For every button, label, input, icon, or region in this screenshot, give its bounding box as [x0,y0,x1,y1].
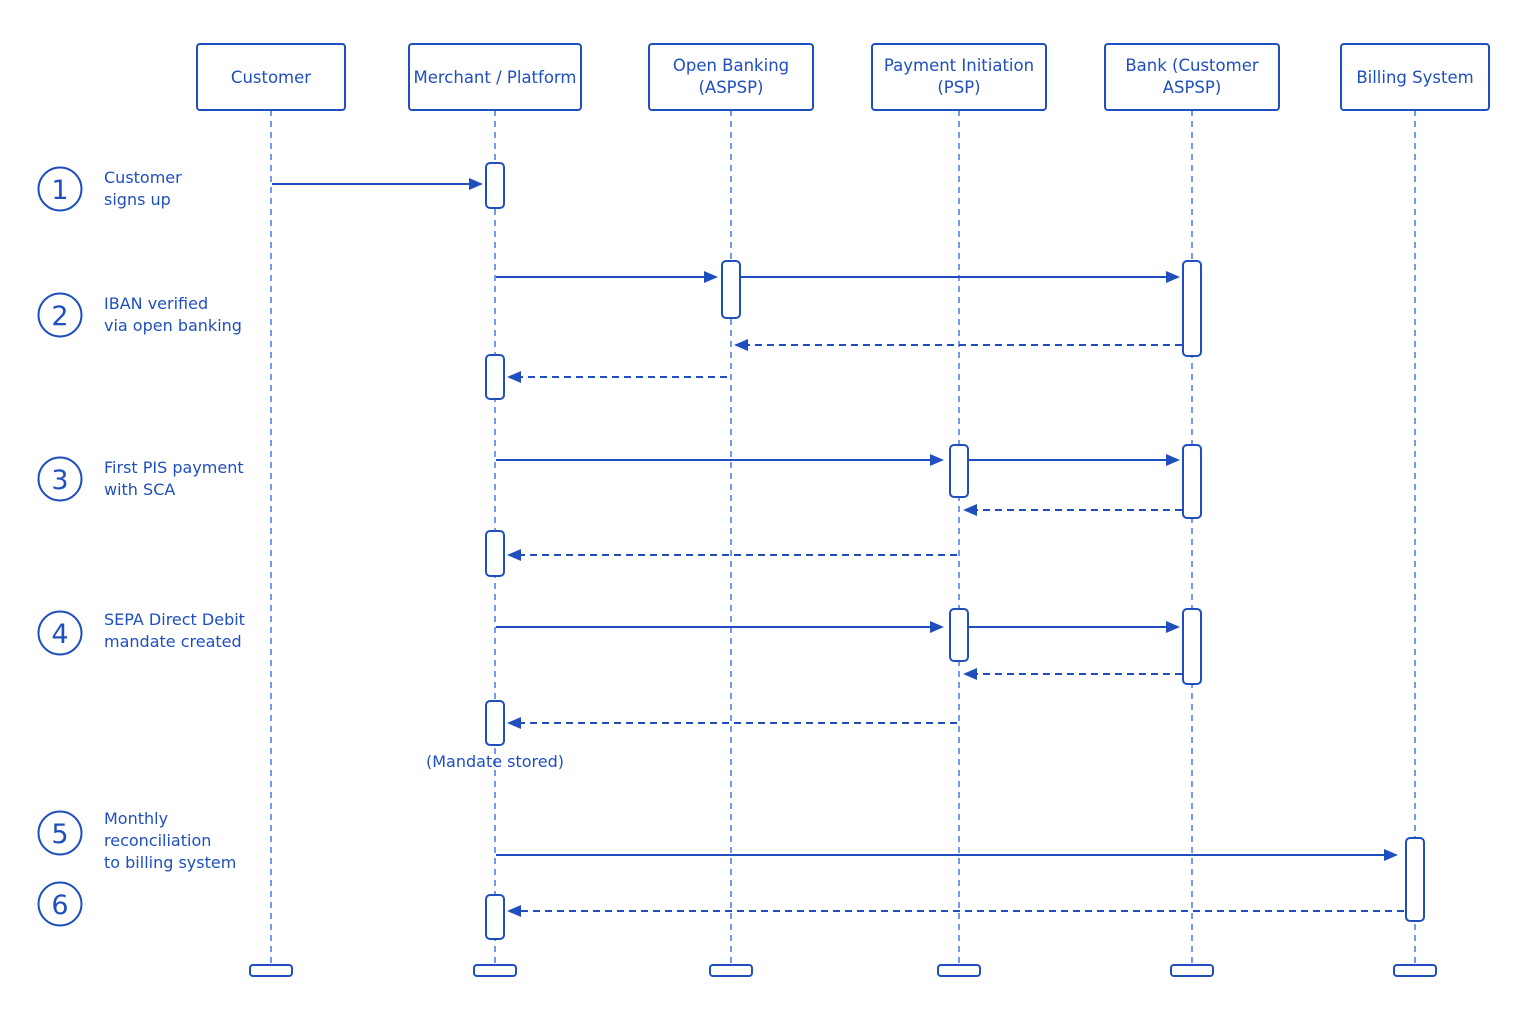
message-psp-to-merchant [507,717,957,729]
step-circle-5 [37,810,83,856]
step-number: 6 [51,890,68,921]
participant-label-psp: (PSP) [937,78,980,97]
activations-layer [485,162,1425,940]
step-label-5: reconciliation [104,831,211,850]
step-circle-4 [37,610,83,656]
message-customer-to-merchant [272,178,483,190]
message-psp-to-bank [967,621,1180,633]
participants-layer: Customer Merchant / Platform Open Banking (… [196,43,1490,111]
arrowhead-icon [1166,271,1180,283]
message-bank-to-openbanking [734,339,1182,351]
arrowhead-icon [963,504,977,516]
step-number: 5 [51,819,68,850]
message-merchant-to-psp [496,454,944,466]
step-label-5: Monthly [104,809,168,828]
step-number: 4 [51,619,68,650]
participant-box-customer [196,43,346,111]
activation-bar-merchant [485,354,505,400]
participant-label-bank: ASPSP) [1163,78,1222,97]
step-number: 2 [51,301,68,332]
participant-label-psp: Payment Initiation [884,56,1034,75]
activation-bar-bank [1182,260,1202,357]
activation-bar-merchant [485,894,505,940]
participant-box-bank [1104,43,1280,111]
participant-box-billing [1340,43,1490,111]
step-circle-2 [37,292,83,338]
arrowhead-icon [930,454,944,466]
arrowhead-icon [930,621,944,633]
message-merchant-to-openbanking [496,271,718,283]
participant-label-customer: Customer [231,68,311,87]
arrowhead-icon [507,371,521,383]
lifelines-layer [249,110,1437,977]
activation-bar-merchant [485,162,505,209]
message-openbanking-to-bank [739,271,1180,283]
message-merchant-to-psp [496,621,944,633]
arrowhead-icon [704,271,718,283]
step-label-3: with SCA [104,480,175,499]
arrowhead-icon [1166,454,1180,466]
arrowhead-icon [469,178,483,190]
activation-bar-billing [1405,837,1425,922]
step-label-4: SEPA Direct Debit [104,610,245,629]
participant-label-merchant: Merchant / Platform [413,68,576,87]
lifeline-end-customer [249,964,293,977]
arrowhead-icon [734,339,748,351]
lifeline-end-openbanking [709,964,753,977]
step-label-2: IBAN verified [104,294,208,313]
step-circle-6 [37,881,83,927]
step-label-2: via open banking [104,316,242,335]
activation-bar-merchant [485,530,505,577]
participant-label-openbanking: (ASPSP) [698,78,763,97]
message-psp-to-bank [967,454,1180,466]
step-label-3: First PIS payment [104,458,244,477]
participant-label-billing: Billing System [1356,68,1473,87]
arrowhead-icon [507,905,521,917]
activation-bar-merchant [485,700,505,746]
participant-label-openbanking: Open Banking [673,56,789,75]
step-label-1: signs up [104,190,171,209]
arrowhead-icon [507,549,521,561]
participant-box-merchant [408,43,582,111]
activation-bar-psp [949,608,969,662]
activation-bar-bank [1182,608,1202,685]
arrowhead-icon [507,717,521,729]
arrowhead-icon [963,668,977,680]
message-bank-to-psp [963,504,1182,516]
activation-bar-bank [1182,444,1202,519]
step-label-1: Customer [104,168,182,187]
lifeline-end-psp [937,964,981,977]
message-psp-to-merchant [507,549,957,561]
activation-bar-psp [949,444,969,498]
activation-bar-openbanking [721,260,741,319]
messages-layer [272,178,1404,917]
message-billing-to-merchant [507,905,1404,917]
message-merchant-to-billing [496,849,1398,861]
message-bank-to-psp [963,668,1182,680]
arrowhead-icon [1166,621,1180,633]
lifeline-end-bank [1170,964,1214,977]
note-mandate-stored: (Mandate stored) [426,752,564,771]
notes-layer: (Mandate stored) [426,752,564,771]
step-circle-3 [37,456,83,502]
participant-label-bank: Bank (Customer [1125,56,1258,75]
lifeline-end-billing [1393,964,1437,977]
steps-layer: 1 Customer signs up 2 IBAN verified via open … [37,166,245,927]
step-label-4: mandate created [104,632,242,651]
arrowhead-icon [1384,849,1398,861]
step-number: 1 [51,175,68,206]
message-openbanking-to-merchant [507,371,727,383]
step-label-5: to billing system [104,853,236,872]
lifeline-end-merchant [473,964,517,977]
step-circle-1 [37,166,83,212]
participant-box-openbanking [648,43,814,111]
participant-box-psp [871,43,1047,111]
step-number: 3 [51,465,68,496]
